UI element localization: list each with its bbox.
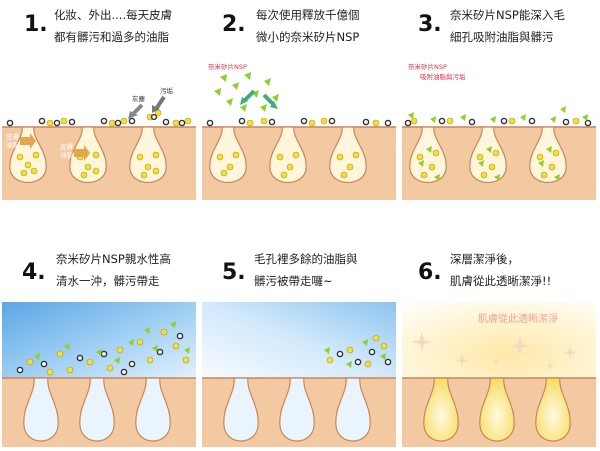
water-layer	[2, 302, 196, 378]
sebum-particles	[410, 117, 580, 179]
label-skin: 皮膚	[6, 132, 20, 141]
rinse-illustration	[0, 302, 198, 447]
label-glow: 肌膚從此透晰潔淨	[478, 312, 558, 325]
nsp-flakes	[324, 339, 386, 368]
step-caption-line-2: 細孔吸附油脂與髒污	[450, 30, 554, 44]
label-dirt: 污垢	[160, 87, 174, 95]
step-caption-line-1: 每次使用釋放千億個	[256, 8, 360, 22]
sebum-particles	[326, 334, 388, 368]
skin-pore-illustration: 奈米矽片NSP 吸附油脂與污垢	[400, 57, 598, 200]
step-caption-line-1: 深層潔淨後，	[450, 252, 519, 266]
step-number: 2.	[222, 12, 246, 37]
pores	[223, 377, 371, 442]
dirt-particles	[16, 332, 184, 376]
label-dust: 灰塵	[132, 94, 146, 103]
step-6-panel: 6. 深層潔淨後， 肌膚從此透晰潔淨!!	[400, 226, 598, 450]
pores	[423, 377, 571, 442]
step-number: 1.	[24, 12, 48, 37]
label-nsp: 奈米矽片NSP	[208, 62, 247, 71]
step-1-panel: 1. 化妝、外出....每天皮膚 都有髒污和過多的油脂	[0, 0, 198, 224]
step-caption-line-1: 奈米矽片NSP能深入毛	[450, 8, 565, 22]
step-caption-line-2: 清水一沖，髒污帶走	[56, 274, 160, 288]
step-caption-line-2: 微小的奈米矽片NSP	[256, 30, 360, 44]
pores	[209, 126, 367, 183]
step-number: 3.	[418, 12, 442, 37]
step-caption-line-1: 化妝、外出....每天皮膚	[54, 8, 173, 22]
pores	[23, 377, 171, 442]
label-sebum-2: 油脂	[60, 150, 74, 159]
dirt-particles	[6, 113, 186, 127]
dirt-particles	[336, 348, 392, 366]
label-sebum: 油脂	[6, 140, 20, 149]
step-4-panel: 4. 奈米矽片NSP親水性高 清水一沖，髒污帶走	[0, 226, 198, 450]
rinse-illustration	[200, 302, 398, 447]
dirt-particles	[206, 117, 392, 127]
step-caption-line-2: 肌膚從此透晰潔淨!!	[450, 274, 552, 288]
step-2-panel: 2. 每次使用釋放千億個 微小的奈米矽片NSP	[200, 0, 398, 224]
sebum-particles	[26, 328, 190, 376]
water-layer	[202, 302, 396, 378]
skin-pore-illustration: 灰塵 污垢 皮膚 油脂 皮膚 油脂	[0, 57, 198, 200]
step-caption-line-1: 奈米矽片NSP親水性高	[56, 252, 171, 266]
step-3-panel: 3. 奈米矽片NSP能深入毛 細孔吸附油脂與髒污	[400, 0, 598, 224]
step-caption-line-2: 都有髒污和過多的油脂	[54, 30, 169, 44]
dirt-particles	[404, 117, 592, 127]
step-5-panel: 5. 毛孔裡多餘的油脂與 髒污被帶走囉~	[200, 226, 398, 450]
label-skin-2: 皮膚	[60, 142, 74, 151]
arrow-dust	[128, 103, 144, 119]
nsp-flakes	[408, 106, 588, 181]
sebum-particles	[216, 117, 380, 179]
skin-pore-illustration: 奈米矽片NSP	[200, 57, 398, 200]
step-caption-line-1: 毛孔裡多餘的油脂與	[254, 252, 358, 266]
nsp-flakes	[34, 321, 190, 364]
nsp-flakes	[214, 72, 279, 112]
arrow-down-left	[240, 89, 256, 105]
arrow-skin-sebum-2	[74, 145, 90, 161]
step-number: 4.	[22, 260, 46, 285]
arrow-down-right	[262, 93, 278, 109]
label-nsp: 奈米矽片NSP	[408, 62, 447, 71]
step-number: 6.	[418, 260, 442, 285]
label-absorb: 吸附油脂與污垢	[420, 72, 466, 81]
sebum-particles	[16, 109, 192, 179]
glow-layer	[402, 302, 596, 378]
step-caption-line-2: 髒污被帶走囉~	[254, 274, 333, 288]
sparkle-icons	[412, 332, 576, 370]
arrow-skin-sebum	[20, 133, 36, 149]
pores	[409, 126, 567, 183]
step-number: 5.	[222, 260, 246, 285]
arrow-dirt	[152, 95, 166, 113]
clean-skin-illustration: 肌膚從此透晰潔淨	[400, 302, 598, 447]
